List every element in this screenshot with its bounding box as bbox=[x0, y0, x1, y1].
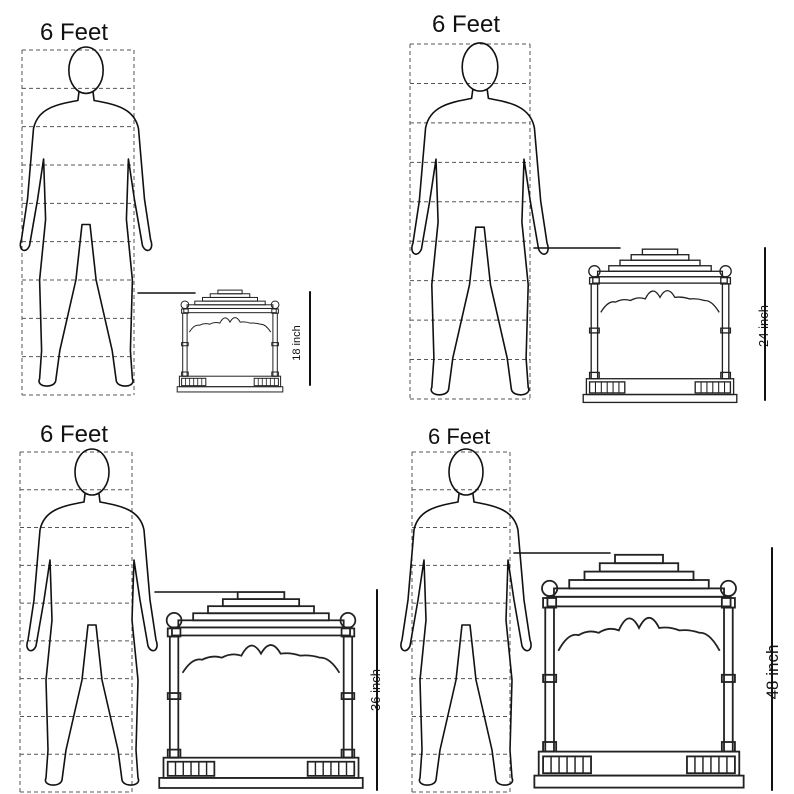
person-silhouette bbox=[400, 448, 532, 786]
roof-step bbox=[553, 587, 725, 598]
panel-3-title: 6 Feet bbox=[40, 421, 108, 448]
roof-step bbox=[207, 605, 315, 615]
roof-step bbox=[236, 591, 286, 600]
person-head bbox=[74, 448, 110, 496]
scalloped-arch bbox=[188, 317, 272, 333]
scalloped-arch bbox=[557, 616, 721, 652]
roof-step bbox=[568, 579, 710, 590]
pillar-ring bbox=[720, 327, 732, 334]
drawer bbox=[306, 760, 356, 777]
pillar-shaft bbox=[544, 606, 555, 753]
panel-4-title: 6 Feet bbox=[428, 424, 490, 449]
drawer bbox=[181, 377, 207, 387]
person-silhouette bbox=[26, 448, 158, 786]
person-body bbox=[19, 91, 153, 387]
drawer bbox=[686, 755, 736, 775]
pillar-shaft bbox=[272, 312, 278, 377]
base-platform bbox=[162, 756, 360, 779]
roof-step bbox=[186, 304, 274, 309]
pillar-knob bbox=[719, 265, 732, 278]
base-plinth bbox=[533, 774, 745, 789]
height-ruler bbox=[409, 43, 531, 400]
base-platform bbox=[178, 375, 282, 388]
cornice-beam bbox=[183, 307, 277, 314]
roof-step bbox=[596, 270, 724, 278]
pillar-ring bbox=[181, 342, 189, 347]
roof-step bbox=[202, 296, 258, 302]
roof-step bbox=[221, 598, 301, 608]
drawer bbox=[542, 755, 592, 775]
pillar-ring bbox=[720, 673, 736, 683]
roof-step bbox=[209, 293, 251, 298]
panel-3: 6 Feet 36 inch bbox=[19, 421, 383, 793]
panel-1: 6 Feet 18 inch bbox=[19, 19, 311, 396]
pillar-knob bbox=[541, 579, 559, 597]
roof-step bbox=[583, 570, 695, 581]
mandir-drawing bbox=[582, 248, 738, 404]
roof-step bbox=[192, 612, 330, 622]
mandir-drawing bbox=[176, 289, 284, 393]
person-head bbox=[448, 448, 484, 496]
roof-step bbox=[630, 254, 690, 261]
pillar-ring bbox=[271, 342, 279, 347]
mandir-drawing bbox=[533, 553, 745, 789]
pillar-ring bbox=[340, 692, 356, 700]
height-ruler bbox=[21, 49, 135, 396]
pillar-ring bbox=[166, 692, 182, 700]
roof-step bbox=[608, 265, 712, 272]
pillar-ring bbox=[542, 673, 558, 683]
panel-2-title: 6 Feet bbox=[432, 11, 500, 38]
roof-step bbox=[614, 553, 664, 565]
drawer bbox=[694, 381, 732, 394]
base-platform bbox=[585, 378, 735, 396]
base-plinth bbox=[582, 393, 738, 404]
cornice-beam bbox=[592, 276, 728, 284]
pillar-shaft bbox=[590, 283, 599, 380]
dimension-label: 48 inch bbox=[763, 645, 782, 700]
pillar-shaft bbox=[168, 635, 180, 759]
cornice-beam bbox=[171, 626, 351, 637]
scalloped-arch bbox=[600, 289, 720, 313]
height-ruler bbox=[411, 451, 511, 793]
cornice-beam bbox=[546, 595, 732, 608]
panel-2: 6 Feet 24 inch bbox=[409, 11, 771, 404]
roof-step bbox=[194, 300, 266, 306]
roof-step bbox=[641, 248, 679, 256]
drawer bbox=[166, 760, 216, 777]
person-head bbox=[461, 42, 499, 92]
person-body bbox=[26, 493, 158, 786]
pillar-shaft bbox=[721, 283, 730, 380]
base-platform bbox=[537, 750, 741, 777]
pillar-knob bbox=[588, 265, 601, 278]
roof-step bbox=[619, 259, 701, 267]
base-plinth bbox=[158, 776, 364, 789]
roof-step bbox=[598, 562, 680, 573]
person-body bbox=[411, 89, 549, 396]
mandir-drawing bbox=[158, 591, 364, 789]
drawer bbox=[253, 377, 279, 387]
pillar-shaft bbox=[182, 312, 188, 377]
dimension-label: 36 inch bbox=[368, 669, 383, 711]
scalloped-arch bbox=[181, 644, 341, 674]
pillar-ring bbox=[588, 327, 600, 334]
pillar-knob bbox=[719, 579, 737, 597]
panel-1-title: 6 Feet bbox=[40, 19, 108, 46]
pillar-shaft bbox=[723, 606, 734, 753]
person-silhouette bbox=[19, 46, 153, 387]
dimension-label: 24 inch bbox=[756, 305, 771, 347]
person-head bbox=[68, 46, 104, 95]
person-silhouette bbox=[411, 42, 549, 396]
person-body bbox=[400, 493, 532, 786]
pillar-shaft bbox=[342, 635, 354, 759]
base-plinth bbox=[176, 386, 284, 393]
drawer bbox=[588, 381, 626, 394]
dimension-label: 18 inch bbox=[291, 325, 303, 360]
roof-step bbox=[177, 619, 345, 629]
panel-4: 6 Feet 48 inch bbox=[400, 424, 782, 793]
roof-step bbox=[217, 289, 243, 295]
